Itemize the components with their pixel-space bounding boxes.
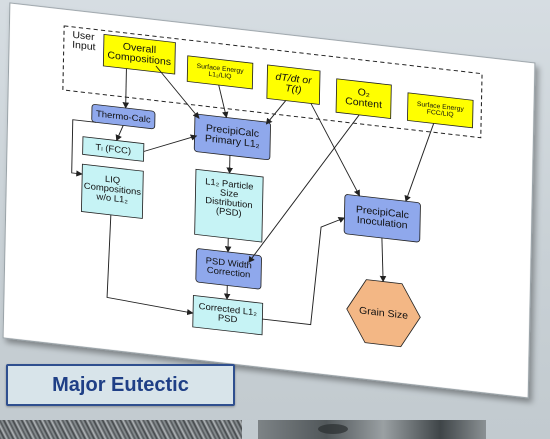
input-o2-content: O₂Content (335, 78, 392, 119)
micrograph-right (258, 420, 486, 439)
input-cooling-rate: dT/dt orT(t) (266, 64, 321, 105)
arrow-cooling-to-inoculation (310, 103, 361, 197)
node-precipicalc-primary: PrecipiCalcPrimary L1₂ (193, 113, 271, 161)
arrow-thermocalc-to-liq (71, 119, 96, 177)
arrow-cooling-to-primary (265, 100, 287, 125)
arrow-tl-to-primary (143, 134, 198, 152)
micrograph-left (0, 420, 242, 439)
node-liq-compositions: LIQCompositionsw/o L1₂ (81, 163, 144, 219)
node-particle-size-distribution-label: L1₂ ParticleSizeDistribution(PSD) (205, 176, 254, 219)
input-o2-content-label: O₂Content (345, 86, 382, 111)
node-corrected-psd: Corrected L1₂PSD (192, 294, 264, 336)
section-badge-label: Major Eutectic (52, 373, 189, 396)
user-input-label: UserInput (72, 30, 96, 53)
arrow-compositions-to-primary (155, 65, 200, 119)
node-grain-size: Grain Size (346, 279, 421, 348)
node-particle-size-distribution: L1₂ ParticleSizeDistribution(PSD) (194, 168, 264, 243)
arrow-corrected-to-inoculation (262, 217, 346, 326)
node-psd-width-correction: PSD WidthCorrection (195, 248, 262, 290)
tilted-sheet: UserInput OverallCompositions Surface En… (2, 2, 536, 399)
node-tl-fcc-label: Tₗ (FCC) (95, 142, 131, 156)
node-tl-fcc: Tₗ (FCC) (82, 136, 145, 162)
arrow-inoculation-to-grain (379, 237, 387, 283)
user-input-frame (62, 25, 483, 139)
input-cooling-rate-label: dT/dt orT(t) (275, 72, 312, 97)
arrow-liq-to-corrected (106, 214, 194, 316)
connectors (71, 65, 435, 326)
arrow-thermocalc-to-tl (115, 125, 124, 142)
section-badge: Major Eutectic (6, 364, 235, 406)
node-psd-width-correction-label: PSD WidthCorrection (205, 256, 252, 280)
input-surface-energy-fcc: Surface EnergyFCC/LIQ (407, 92, 474, 129)
arrow-compositions-to-thermocalc (122, 68, 130, 109)
arrow-surface-fcc-to-inoculation (404, 123, 435, 202)
input-surface-energy-l12: Surface EnergyL1₂/LIQ (186, 55, 254, 90)
node-precipicalc-inoculation: PrecipiCalcInoculation (343, 194, 421, 243)
input-overall-compositions: OverallCompositions (102, 33, 176, 75)
arrow-surface-l12-to-primary (218, 84, 229, 119)
node-liq-compositions-label: LIQCompositionsw/o L1₂ (84, 172, 142, 207)
arrow-o2-to-psdwidth (248, 114, 360, 263)
